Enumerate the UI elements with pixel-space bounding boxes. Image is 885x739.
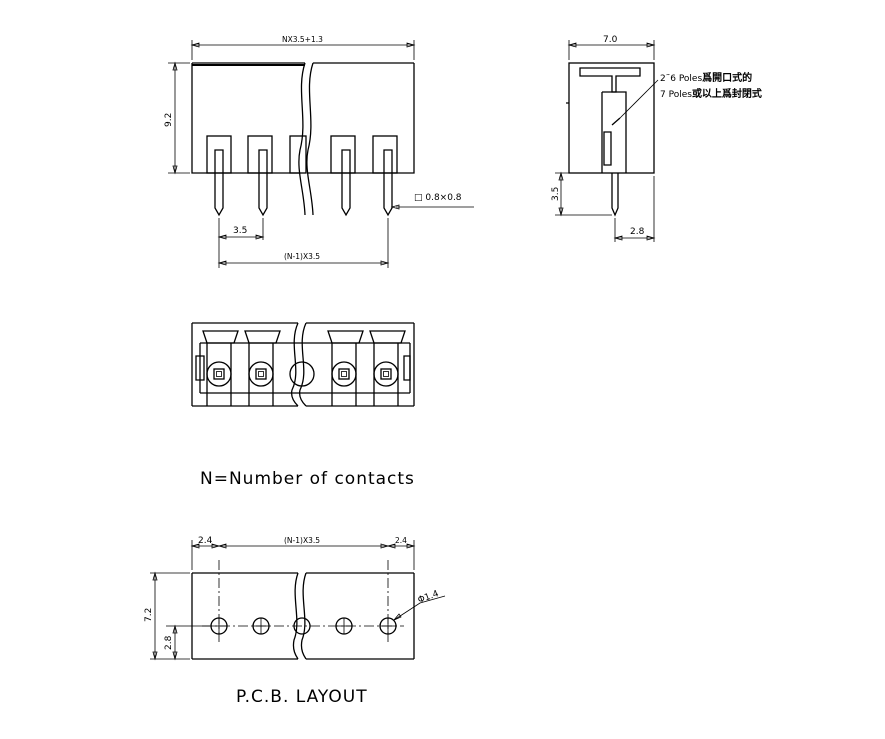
front-overall-width-label: NX3.5+1.3: [282, 35, 323, 44]
terminal-cell: [244, 330, 281, 406]
pcb-hole: [210, 617, 228, 635]
terminal-cell: [369, 330, 406, 406]
pcb-span-label: (N-1)X3.5: [284, 536, 320, 545]
pitch-label: 3.5: [233, 226, 247, 236]
pin: [341, 149, 351, 217]
pcb-hole-row-label: 2.8: [164, 635, 174, 650]
side-offset-label: 2.8: [630, 227, 645, 237]
pcb-hole-diameter-label: Φ1.4: [417, 589, 441, 606]
terminal-cell: [202, 330, 239, 406]
front-span-label: (N-1)X3.5: [284, 252, 320, 261]
pin: [383, 149, 393, 217]
pcb-hole: [293, 617, 311, 635]
pcb-layout-caption: P.C.B. LAYOUT: [236, 687, 368, 707]
pcb-hole: [335, 617, 353, 635]
side-view: 7.0 3.5 2.8 2˜6 Poles爲開口式的 7 Poles或以上爲封閉…: [551, 35, 762, 242]
pcb-left-margin-label: 2.4: [198, 536, 213, 546]
pin-size-label: □ 0.8×0.8: [414, 193, 462, 203]
top-view: [191, 322, 415, 407]
terminal-cell: [289, 361, 315, 387]
pcb-hole: [379, 617, 397, 635]
pole-note-line2: 7 Poles或以上爲封閉式: [660, 87, 762, 100]
side-depth-label: 7.0: [603, 35, 618, 45]
side-pin-length-label: 3.5: [551, 187, 561, 201]
pin: [214, 149, 224, 217]
pcb-right-margin-label: 2.4: [395, 536, 407, 545]
pcb-layout-view: 2.4 (N-1)X3.5 2.4 7.2 2.8 Φ1.4: [144, 536, 446, 661]
front-view: 9.2 NX3.5+1.3 □ 0.8×0.8 3.5 (N-1)X3.5: [164, 35, 474, 268]
pcb-height-label: 7.2: [144, 608, 154, 622]
terminal-cell: [327, 330, 364, 406]
front-height-label: 9.2: [164, 113, 174, 127]
pcb-hole: [252, 617, 270, 635]
pin: [258, 149, 268, 217]
pole-note-line1: 2˜6 Poles爲開口式的: [660, 71, 752, 84]
contacts-caption: N=Number of contacts: [200, 469, 415, 489]
